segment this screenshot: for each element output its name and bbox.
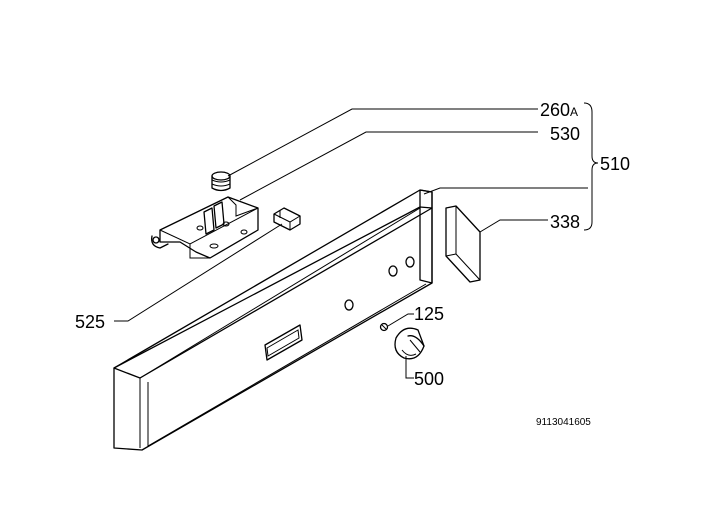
leader-lines: [114, 108, 588, 379]
label-260a: 260A: [540, 100, 578, 120]
knob-500: [394, 327, 425, 360]
label-530: 530: [550, 124, 580, 144]
display-window: [264, 324, 303, 361]
clip-525: [273, 207, 301, 231]
grommet-260a: [211, 171, 231, 192]
indicator-holes: [344, 256, 415, 311]
label-500: 500: [414, 369, 444, 389]
screw-125: [379, 322, 389, 332]
bracket-530: [151, 196, 259, 259]
label-125: 125: [414, 304, 444, 324]
drawing-code: 9113041605: [536, 417, 591, 428]
assembly-brace: [583, 102, 599, 231]
end-cover-plate-338: [445, 205, 481, 283]
label-525: 525: [75, 312, 105, 332]
part-labels: 260A 530 510 338 525 125 500 9113041605: [75, 100, 630, 428]
label-510: 510: [600, 154, 630, 174]
control-panel-fascia: [113, 189, 433, 451]
label-338: 338: [550, 212, 580, 232]
